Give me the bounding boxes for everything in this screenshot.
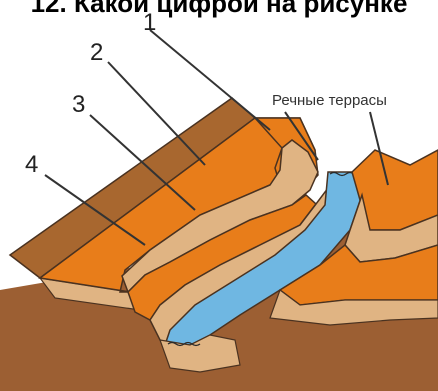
label-number-4: 4 (25, 151, 38, 178)
label-number-1: 1 (143, 9, 156, 36)
river-terraces-label: Речные террасы (272, 92, 387, 109)
label-number-3: 3 (72, 91, 85, 118)
leader-line-2 (108, 62, 205, 165)
label-number-2: 2 (90, 39, 103, 66)
